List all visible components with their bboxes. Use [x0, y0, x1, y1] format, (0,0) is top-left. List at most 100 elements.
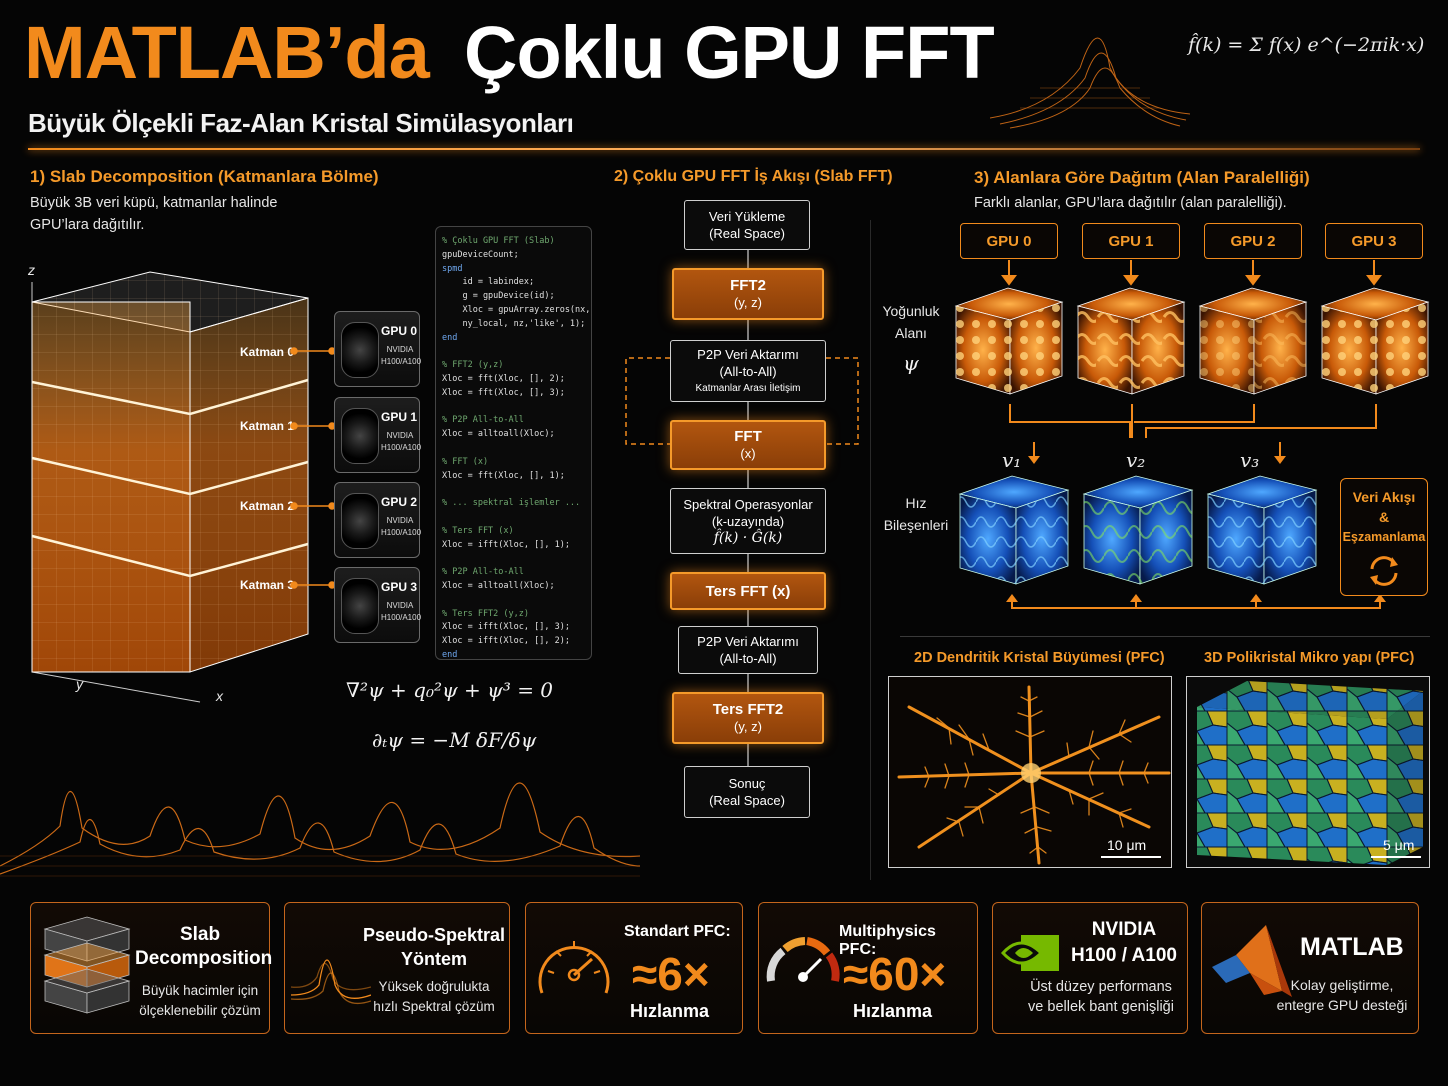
equation-1: ∇²ψ + q₀²ψ + ψ³ = 0: [346, 678, 554, 702]
header-wave-graphic: [990, 37, 1190, 129]
speed-gauge-icon: [766, 937, 840, 982]
sync-icon: [1370, 556, 1398, 586]
page-subtitle: Büyük Ölçekli Faz-Alan Kristal Simülasyo…: [28, 108, 574, 138]
code-line: % P2P All-to-All: [442, 415, 524, 426]
gpu-name: GPU 0: [381, 324, 418, 338]
velocity-symbol-2: v₂: [1126, 448, 1146, 472]
polycrystal-scale: 5 μm: [1383, 837, 1415, 853]
flow-step-p2p-1: P2P Veri Aktarımı(All-to-All)Katmanlar A…: [670, 340, 826, 402]
title-part2: Çoklu GPU FFT: [464, 11, 995, 94]
code-line: [442, 483, 585, 497]
standard-pfc-unit: Hızlanma: [630, 1001, 710, 1021]
dendrite-scale: 10 μm: [1107, 837, 1147, 853]
flow-step-inverse-fft-x: Ters FFT (x): [670, 572, 826, 610]
code-line: id = labindex;: [442, 277, 535, 288]
code-line: [442, 511, 585, 525]
code-line: % ... spektral işlemler ...: [442, 498, 581, 509]
title-part1: MATLAB’da: [24, 11, 430, 94]
multiphysics-pfc-label: Multiphysics PFC:: [839, 923, 936, 958]
matlab-logo-icon: [1212, 925, 1292, 997]
velocity-cube-2: [1082, 475, 1194, 585]
field-gpu-3: GPU 3: [1325, 223, 1423, 259]
standard-pfc-label: Standart PFC:: [624, 923, 731, 940]
section2-title: 2) Çoklu GPU FFT İş Akışı (Slab FFT): [614, 168, 893, 185]
section3-desc: Farklı alanlar, GPU’lara dağıtılır (alan…: [974, 195, 1287, 211]
code-line: Xloc = alltoall(Xloc);: [442, 580, 555, 591]
fan-icon: [341, 322, 379, 378]
gpu-name: GPU 1: [381, 410, 418, 424]
code-line: % Ters FFT (x): [442, 525, 514, 536]
matlab-card-desc: Kolay geliştirme,entegre GPU desteği: [1276, 977, 1408, 1013]
code-line: Xloc = alltoall(Xloc);: [442, 429, 555, 440]
code-line: [442, 401, 585, 415]
wave-landscape: [0, 782, 640, 877]
section1-desc-line1: Büyük 3B veri küpü, katmanlar halinde: [30, 195, 278, 211]
results-divider: [900, 636, 1430, 637]
velocity-symbol-1: v₁: [1002, 448, 1022, 472]
code-line: [442, 442, 585, 456]
standard-pfc-value: ≈6×: [632, 948, 710, 1000]
code-line: Xloc = ifft(Xloc, [], 2);: [442, 636, 570, 647]
section-divider-2-3: [870, 220, 871, 880]
code-line: [442, 594, 585, 608]
code-line: g = gpuDevice(id);: [442, 291, 555, 302]
code-line: % FFT (x): [442, 456, 489, 467]
code-line: ny_local, nz,'like', 1);: [442, 318, 586, 329]
velocity-cube-3: [1206, 475, 1318, 585]
flow-step-result: Sonuç(Real Space): [684, 766, 810, 818]
polycrystal-title: 3D Polikristal Mikro yapı (PFC): [1204, 650, 1415, 666]
code-line: Xloc = fft(Xloc, [], 3);: [442, 387, 565, 398]
polycrystal-image: [1197, 681, 1423, 865]
flow-step-inverse-fft2: Ters FFT2(y, z): [672, 692, 824, 744]
dendrite-title: 2D Dendritik Kristal Büyümesi (PFC): [914, 650, 1165, 666]
card-standard-pfc: Standart PFC: ≈6× Hızlanma: [525, 902, 743, 1034]
code-panel: % Çoklu GPU FFT (Slab)gpuDeviceCount;spm…: [435, 226, 592, 660]
flow-step-fft-x: FFT(x): [670, 420, 826, 470]
code-line: [442, 552, 585, 566]
gpu-name: GPU 3: [381, 580, 418, 594]
section1-desc-line2: GPU’lara dağıtılır.: [30, 217, 145, 233]
field-arrows: [1001, 260, 1386, 609]
flow-step-fft2: FFT2(y, z): [672, 268, 824, 320]
card-matlab: MATLAB Kolay geliştirme,entegre GPU dest…: [1201, 902, 1419, 1034]
layer-label-0: Katman 0: [240, 345, 295, 359]
velocity-symbol-3: v₃: [1240, 448, 1260, 472]
fan-icon: [341, 408, 379, 464]
code-line: gpuDeviceCount;: [442, 249, 519, 260]
code-line: Xloc = fft(Xloc, [], 1);: [442, 470, 565, 481]
code-line: Xloc = fft(Xloc, [], 2);: [442, 373, 565, 384]
slab-cube: [31, 271, 309, 703]
density-cube-2: [1198, 287, 1308, 395]
code-line: % FFT2 (y,z): [442, 360, 504, 371]
polycrystal-panel: 5 μm: [1186, 676, 1430, 868]
density-cube-3: [1320, 287, 1430, 395]
flow-step-load: Veri Yükleme(Real Space): [684, 200, 810, 250]
code-line: spmd: [442, 263, 463, 274]
dendrite-image: [897, 685, 1171, 865]
fan-icon: [341, 578, 379, 634]
density-cube-1: [1076, 287, 1186, 395]
layer-label-1: Katman 1: [240, 419, 295, 433]
section3-title: 3) Alanlara Göre Dağıtım (Alan Paralelli…: [974, 168, 1310, 187]
header-formula: f̂(k) = Σ f(x) e^(−2πik·x): [1188, 34, 1425, 56]
velocity-cube-1: [958, 475, 1070, 585]
nvidia-logo-icon: [1001, 935, 1059, 971]
axis-x-label: x: [216, 688, 223, 704]
multiphysics-pfc-unit: Hızlanma: [853, 1001, 933, 1021]
flow-step-spectral: Spektral Operasyonlar(k-uzayında)f̂(k) ·…: [670, 488, 826, 554]
